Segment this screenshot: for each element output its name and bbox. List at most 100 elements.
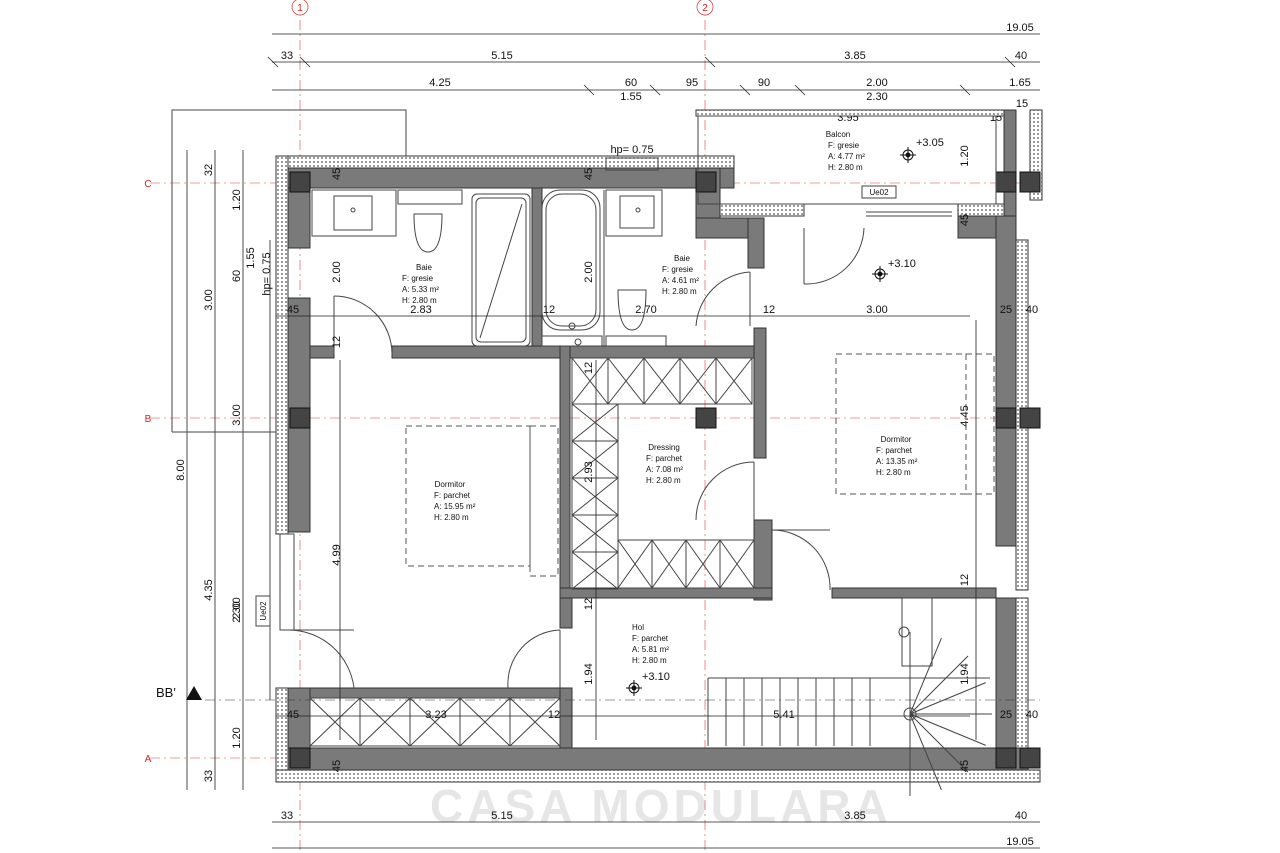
- dressing-wardrobes: [571, 357, 755, 590]
- roof-outline: [171, 109, 407, 432]
- svg-text:60: 60: [231, 270, 243, 282]
- svg-text:5.15: 5.15: [491, 810, 512, 822]
- svg-text:12: 12: [331, 336, 343, 348]
- svg-text:hp= 0.75: hp= 0.75: [261, 252, 273, 295]
- balcony: Ue02: [697, 115, 997, 217]
- room-balcon: Balcon F: gresie A: 4.77 m² H: 2.80 m: [826, 130, 865, 172]
- window-tag-left: [255, 595, 271, 627]
- svg-text:+3.05: +3.05: [916, 137, 944, 149]
- svg-text:40: 40: [1015, 810, 1027, 822]
- svg-text:Dressing: Dressing: [648, 443, 680, 452]
- columns: [289, 171, 1041, 769]
- room-baie-2: Baie F: gresie A: 4.61 m² H: 2.80 m: [662, 254, 699, 296]
- svg-text:A: 15.95 m²: A: 15.95 m²: [434, 502, 476, 511]
- svg-text:19.05: 19.05: [1006, 22, 1034, 34]
- svg-text:A: 4.77 m²: A: 4.77 m²: [828, 152, 865, 161]
- svg-text:60: 60: [625, 77, 637, 89]
- svg-text:40: 40: [1026, 709, 1038, 721]
- axis-label-2: 2: [702, 3, 708, 14]
- svg-text:Baie: Baie: [674, 254, 691, 263]
- svg-text:H: 2.80 m: H: 2.80 m: [434, 513, 469, 522]
- svg-text:+3.10: +3.10: [888, 258, 916, 270]
- svg-text:40: 40: [1015, 50, 1027, 62]
- svg-text:1.94: 1.94: [959, 663, 971, 684]
- svg-text:45: 45: [331, 168, 343, 180]
- svg-text:45: 45: [959, 760, 971, 772]
- svg-text:F: gresie: F: gresie: [402, 274, 434, 283]
- window-tag-top: [861, 185, 897, 199]
- svg-text:2.83: 2.83: [410, 304, 431, 316]
- watermark: CASA MODULARA: [430, 780, 892, 832]
- svg-text:32: 32: [203, 164, 215, 176]
- svg-text:F: parchet: F: parchet: [434, 491, 471, 500]
- svg-text:A: 4.61 m²: A: 4.61 m²: [662, 276, 699, 285]
- interior-walls: [309, 187, 997, 749]
- exterior-walls: [275, 109, 1043, 783]
- svg-text:2.30: 2.30: [231, 601, 243, 622]
- svg-text:2.30: 2.30: [866, 91, 887, 103]
- svg-text:12: 12: [583, 362, 595, 374]
- svg-text:A: 5.81 m²: A: 5.81 m²: [632, 645, 669, 654]
- room-hol: Hol F: parchet A: 5.81 m² H: 2.80 m: [632, 623, 669, 665]
- svg-text:H: 2.80 m: H: 2.80 m: [402, 296, 437, 305]
- svg-text:A: 13.35 m²: A: 13.35 m²: [876, 457, 918, 466]
- window-label-top: Ue02: [869, 188, 889, 197]
- svg-text:Dormitor: Dormitor: [435, 480, 466, 489]
- svg-text:4.25: 4.25: [429, 77, 450, 89]
- svg-text:3.00: 3.00: [203, 289, 215, 310]
- axis-label-b: B: [145, 414, 152, 425]
- svg-text:33: 33: [281, 50, 293, 62]
- svg-text:1.94: 1.94: [583, 663, 595, 684]
- axis-label-a: A: [145, 754, 152, 765]
- axis-marker-1: [291, 0, 309, 16]
- svg-text:+3.10: +3.10: [642, 671, 670, 683]
- svg-text:3.23: 3.23: [425, 709, 446, 721]
- svg-text:2.70: 2.70: [635, 304, 656, 316]
- svg-text:A: 5.33 m²: A: 5.33 m²: [402, 285, 439, 294]
- level-markers: +3.05 +3.10 +3.10: [626, 137, 944, 696]
- svg-text:95: 95: [686, 77, 698, 89]
- svg-text:4.45: 4.45: [959, 405, 971, 426]
- svg-text:1.65: 1.65: [1009, 77, 1030, 89]
- svg-text:2.00: 2.00: [231, 597, 243, 618]
- svg-text:3.00: 3.00: [231, 404, 243, 425]
- svg-text:12: 12: [583, 598, 595, 610]
- svg-text:45: 45: [959, 214, 971, 226]
- svg-text:F: parchet: F: parchet: [876, 446, 913, 455]
- svg-text:4.35: 4.35: [203, 579, 215, 600]
- level-marker-upper: +3.10: [872, 258, 916, 282]
- svg-text:5.15: 5.15: [491, 50, 512, 62]
- beds: [405, 353, 995, 577]
- hall-wardrobe: [309, 697, 561, 747]
- svg-text:12: 12: [548, 709, 560, 721]
- svg-text:40: 40: [1026, 304, 1038, 316]
- svg-text:25: 25: [1000, 304, 1012, 316]
- axis-label-c: C: [144, 179, 151, 190]
- svg-text:Balcon: Balcon: [826, 130, 850, 139]
- svg-text:1.20: 1.20: [959, 145, 971, 166]
- svg-text:Dormitor: Dormitor: [881, 435, 912, 444]
- bottom-dimensions: 33 5.15 3.85 40 19.05: [272, 810, 1040, 849]
- svg-text:33: 33: [203, 770, 215, 782]
- svg-text:2.93: 2.93: [583, 461, 595, 482]
- level-marker-hol: +3.10: [626, 671, 670, 696]
- svg-text:Baie: Baie: [416, 263, 433, 272]
- svg-text:45: 45: [583, 168, 595, 180]
- axis-label-1: 1: [297, 3, 303, 14]
- svg-text:hp= 0.75: hp= 0.75: [610, 144, 653, 156]
- svg-text:45: 45: [287, 304, 299, 316]
- svg-text:H: 2.80 m: H: 2.80 m: [632, 656, 667, 665]
- svg-text:90: 90: [758, 77, 770, 89]
- section-marker: BB': [156, 685, 1040, 701]
- svg-text:A: 7.08 m²: A: 7.08 m²: [646, 465, 683, 474]
- svg-text:45: 45: [331, 760, 343, 772]
- window-label-left: Ue02: [259, 601, 268, 621]
- svg-text:H: 2.80 m: H: 2.80 m: [646, 476, 681, 485]
- stairs: [707, 597, 992, 796]
- room-dressing: Dressing F: parchet A: 7.08 m² H: 2.80 m: [646, 443, 683, 485]
- svg-text:3.85: 3.85: [844, 50, 865, 62]
- svg-text:3.85: 3.85: [844, 810, 865, 822]
- interior-dimensions: 45 45 45 45 45 45 45 2.83 12 2.70 12 3.0…: [276, 144, 1038, 772]
- svg-text:19.05: 19.05: [1006, 836, 1034, 848]
